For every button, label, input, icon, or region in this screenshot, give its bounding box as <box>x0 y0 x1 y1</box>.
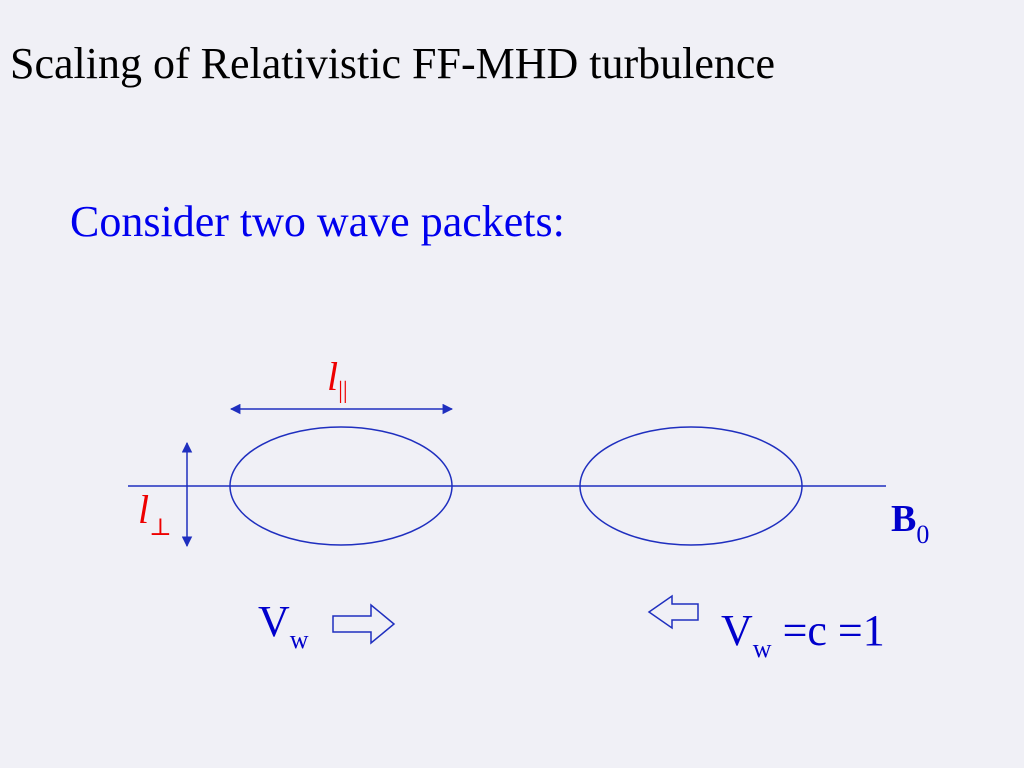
bullet-text: Consider two wave packets: <box>70 197 565 246</box>
left-arrow-icon <box>647 594 699 630</box>
perp-length-label: l⊥ <box>138 487 172 541</box>
wave-packet-left <box>229 426 453 546</box>
field-label: B0 <box>891 498 929 549</box>
parallel-length-label: l|| <box>327 354 348 404</box>
wave-packet-right <box>579 426 803 546</box>
right-arrow-icon <box>332 603 396 645</box>
left-velocity-label: Vw <box>258 597 309 654</box>
right-velocity-label: Vw =c =1 <box>721 606 885 663</box>
slide-title: Scaling of Relativistic FF-MHD turbulenc… <box>10 39 775 88</box>
